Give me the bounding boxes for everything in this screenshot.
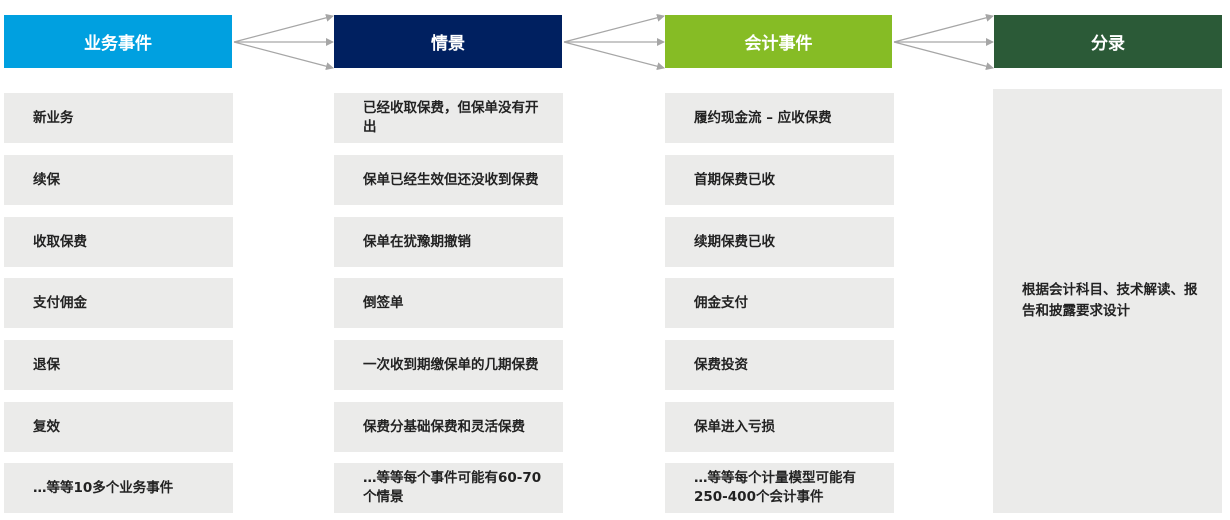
accounting-event-item: 履约现金流 – 应收保费 — [665, 93, 894, 143]
business-event-item: 复效 — [4, 402, 233, 452]
scenario-item: 保单已经生效但还没收到保费 — [334, 155, 563, 205]
flow-arrows — [233, 13, 994, 71]
header-business-events: 业务事件 — [4, 15, 232, 68]
accounting-event-item: …等等每个计量模型可能有250-400个会计事件 — [665, 463, 894, 513]
scenario-item: 一次收到期缴保单的几期保费 — [334, 340, 563, 390]
header-entries: 分录 — [994, 15, 1222, 68]
accounting-event-item: 首期保费已收 — [665, 155, 894, 205]
business-event-item: 支付佣金 — [4, 278, 233, 328]
entries-description: 根据会计科目、技术解读、报告和披露要求设计 — [993, 89, 1222, 513]
business-event-item: 收取保费 — [4, 217, 233, 267]
scenario-item: 保单在犹豫期撤销 — [334, 217, 563, 267]
header-scenarios: 情景 — [334, 15, 562, 68]
arrow-group-2 — [563, 13, 665, 71]
accounting-event-item: 续期保费已收 — [665, 217, 894, 267]
scenario-item: 已经收取保费，但保单没有开出 — [334, 93, 563, 143]
business-event-item: 续保 — [4, 155, 233, 205]
scenario-item: 保费分基础保费和灵活保费 — [334, 402, 563, 452]
header-accounting-events: 会计事件 — [665, 15, 892, 68]
accounting-event-item: 佣金支付 — [665, 278, 894, 328]
business-event-item: 新业务 — [4, 93, 233, 143]
accounting-event-item: 保费投资 — [665, 340, 894, 390]
scenario-item: …等等每个事件可能有60-70个情景 — [334, 463, 563, 513]
arrow-group-1 — [233, 13, 334, 71]
business-event-item: …等等10多个业务事件 — [4, 463, 233, 513]
business-event-item: 退保 — [4, 340, 233, 390]
arrow-group-3 — [893, 13, 994, 71]
accounting-event-item: 保单进入亏损 — [665, 402, 894, 452]
scenario-item: 倒签单 — [334, 278, 563, 328]
